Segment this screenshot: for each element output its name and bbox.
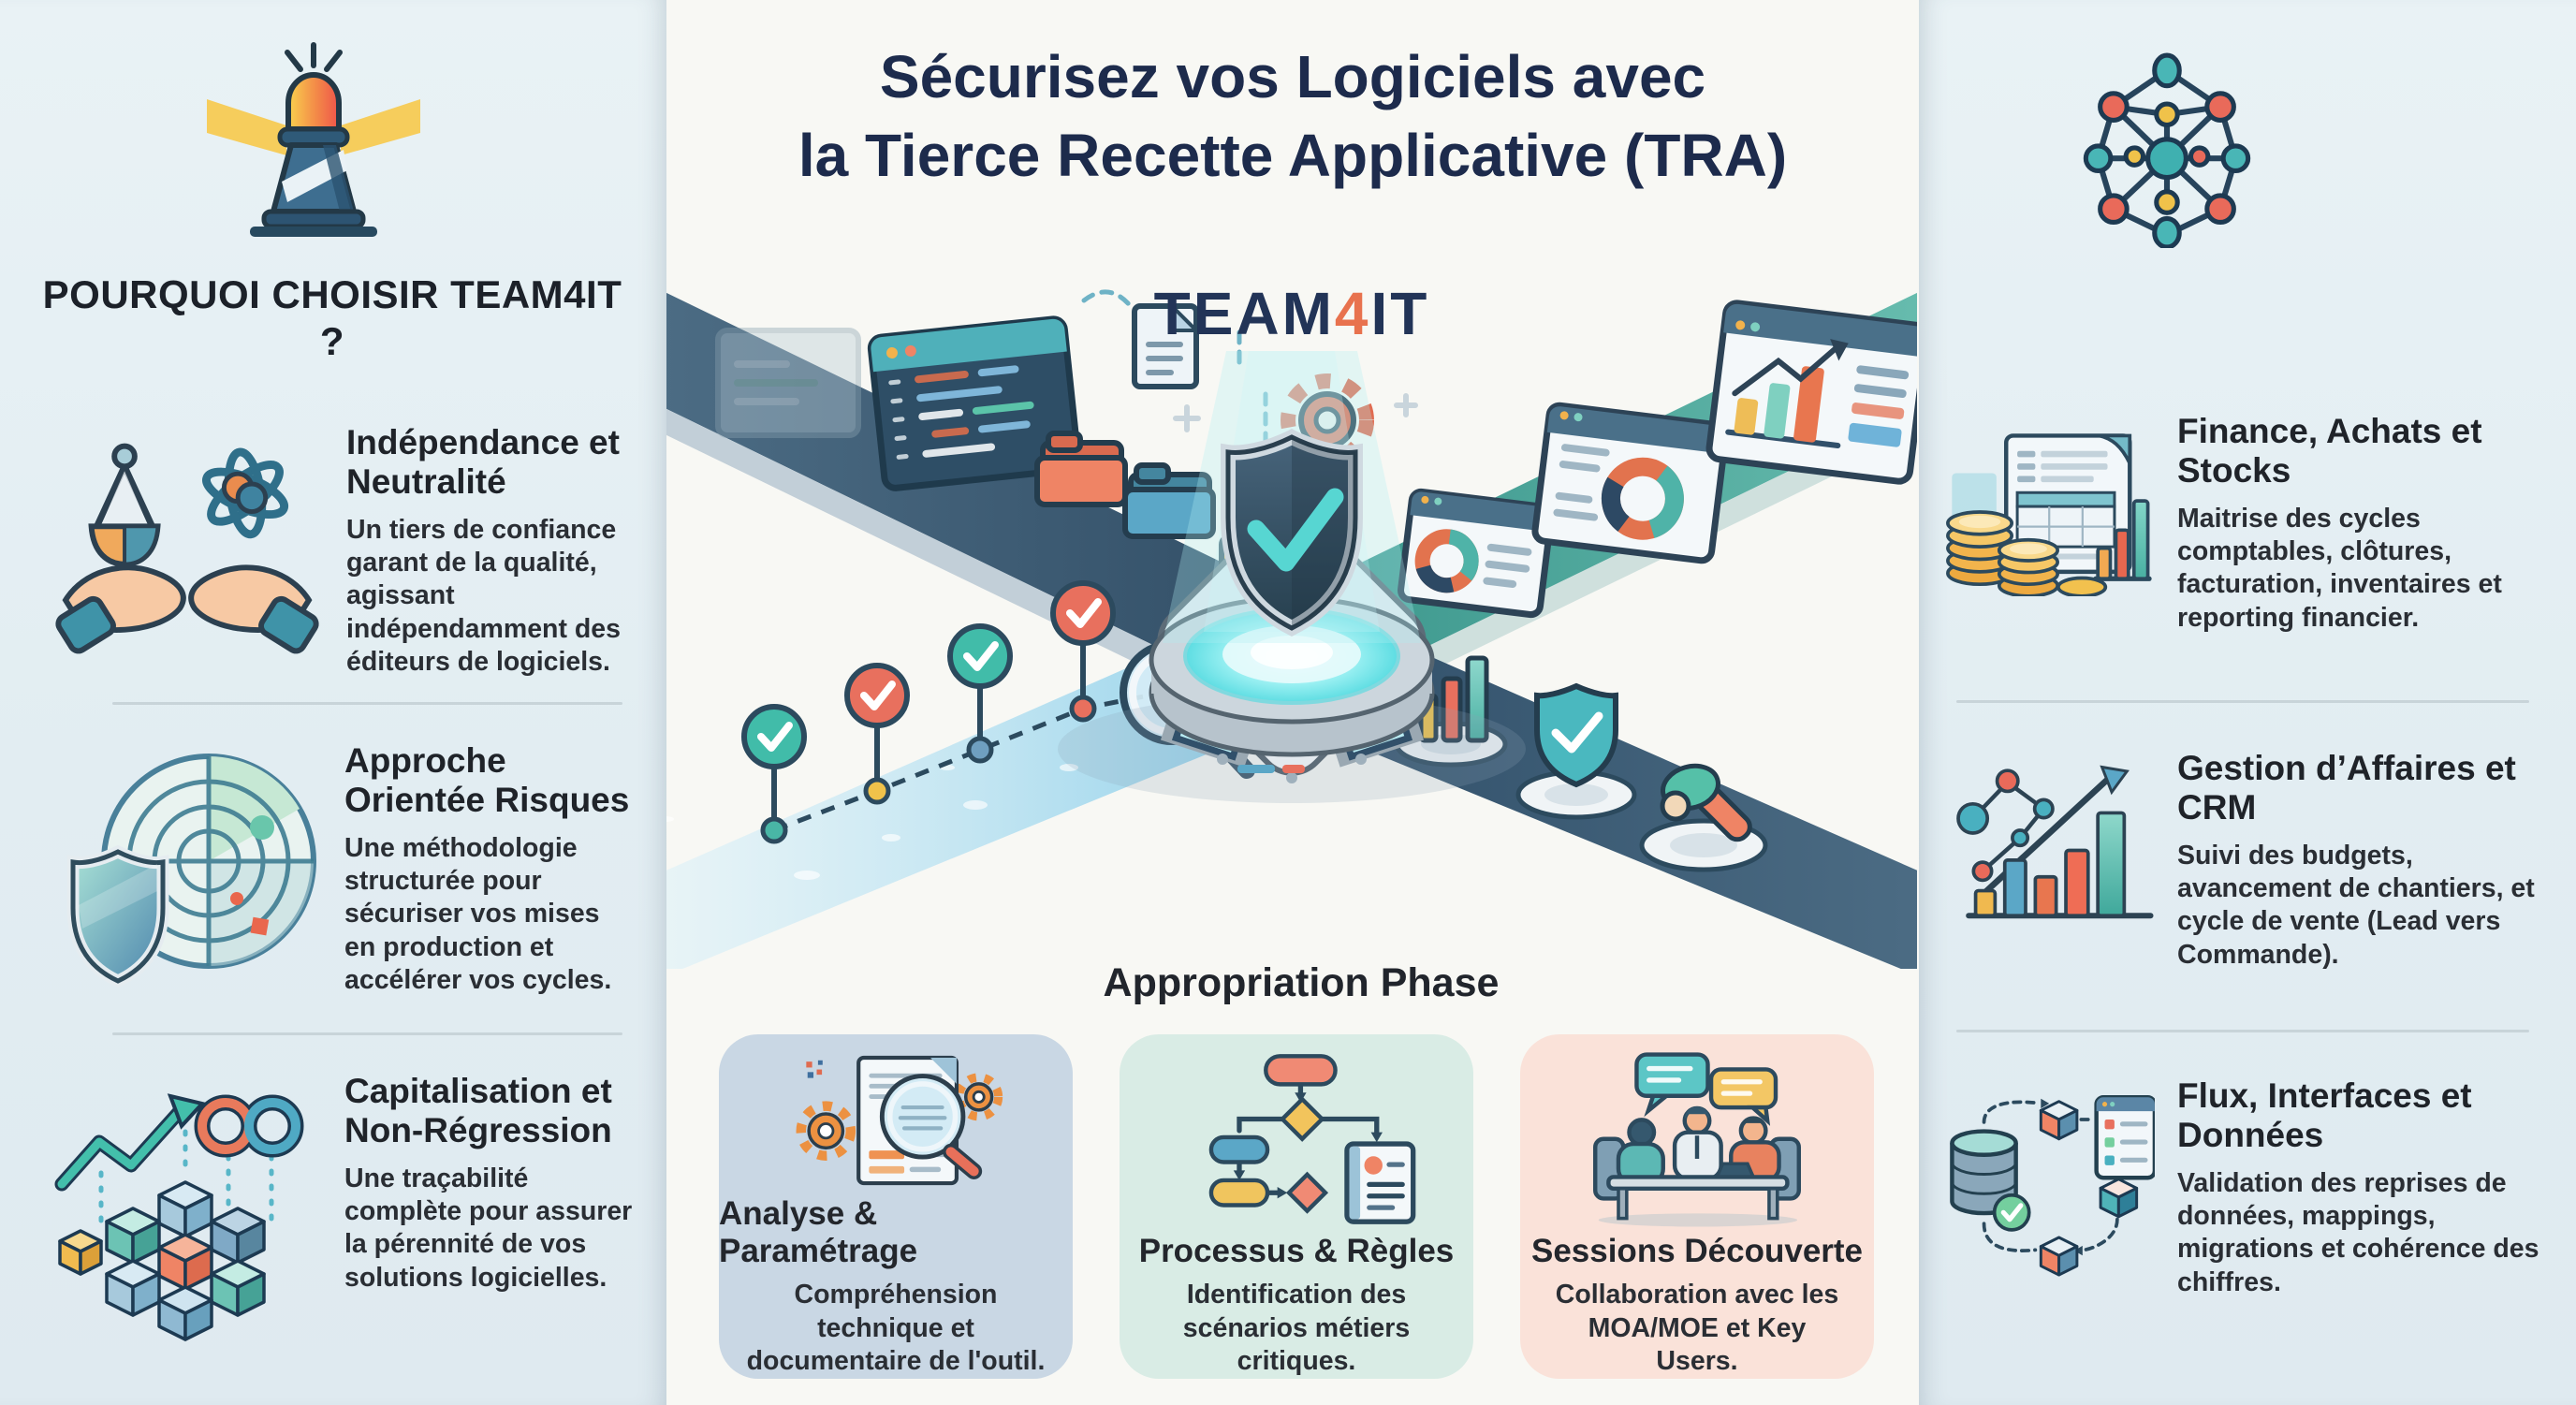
coins-invoice-chart-icon [1946, 433, 2152, 596]
lighthouse-beacon-icon [207, 42, 420, 237]
left-section-risques: Approche Orientée Risques Une méthodolog… [45, 741, 635, 997]
team4it-logo: TEAM4IT [1154, 280, 1430, 347]
shield-radar-icon [66, 754, 316, 988]
left-panel-header: POURQUOI CHOISIR TEAM4IT ? [42, 272, 622, 364]
page-title-line1: Sécurisez vos Logiciels avec [879, 43, 1706, 110]
database-flow-cubes-icon [1950, 1095, 2155, 1277]
flowchart-document-icon [1208, 1054, 1416, 1224]
left-divider-1 [112, 702, 622, 705]
section-body: Un tiers de confiance garant de la quali… [346, 514, 621, 677]
section-title: Capitalisation et Non-Régression [344, 1072, 612, 1149]
card-processus-regles: Processus & Règles Identification des sc… [1120, 1034, 1473, 1379]
section-body: Suivi des budgets, avancement de chantie… [2177, 840, 2535, 970]
left-section-capitalisation: Capitalisation et Non-Régression Une tra… [45, 1072, 635, 1343]
card-title: Sessions Découverte [1530, 1233, 1864, 1270]
section-body: Une méthodologie structurée pour sécuris… [344, 832, 612, 995]
network-graph-icon [2083, 52, 2251, 248]
right-divider-1 [1956, 700, 2529, 703]
approval-figure-icon [1660, 763, 1752, 842]
tra-hub-illustration: TEAM4IT [666, 280, 1917, 969]
right-divider-2 [1956, 1030, 2529, 1032]
cubes-growth-infinity-icon [54, 1093, 304, 1341]
section-title: Flux, Interfaces et Données [2177, 1076, 2472, 1154]
card-sessions-decouverte: Sessions Découverte Collaboration avec l… [1520, 1034, 1874, 1379]
card-body: Compréhension technique et documentaire … [746, 1280, 1046, 1377]
card-title: Analyse & Paramétrage [719, 1195, 918, 1270]
section-body: Validation des reprises de données, mapp… [2177, 1167, 2539, 1297]
section-body: Une traçabilité complète pour assurer la… [344, 1163, 633, 1293]
phase-heading: Appropriation Phase [1103, 960, 1500, 1005]
right-section-finance: Finance, Achats et Stocks Maitrise des c… [1939, 412, 2557, 635]
speech-bubbles [1634, 1052, 1778, 1126]
right-section-flux: Flux, Interfaces et Données Validation d… [1939, 1076, 2557, 1299]
card-body: Identification des scénarios métiers cri… [1182, 1280, 1411, 1377]
sparkle-icons [1173, 393, 1418, 432]
browser-chart-windows [1398, 300, 1917, 619]
document-icon [1132, 301, 1201, 389]
mini-bar-chart-icon [1418, 655, 1489, 743]
page-title-line2: la Tierce Recette Applicative (TRA) [798, 122, 1788, 190]
document-magnifier-gears-icon [796, 1055, 1003, 1186]
section-title: Indépendance et Neutralité [346, 423, 620, 501]
left-panel: POURQUOI CHOISIR TEAM4IT ? [0, 0, 666, 1405]
shield-check-small-icon [1534, 682, 1618, 788]
section-title: Gestion d’Affaires et CRM [2177, 749, 2516, 827]
page-title: Sécurisez vos Logiciels avec la Tierce R… [666, 37, 1919, 196]
code-window-icon [715, 315, 1082, 491]
right-section-crm: Gestion d’Affaires et CRM Suivi des budg… [1939, 749, 2557, 972]
shield-check-icon [1221, 429, 1363, 637]
section-body: Maitrise des cycles comptables, clôtures… [2177, 503, 2502, 633]
hands-balance-atom-icon [55, 443, 319, 654]
left-divider-2 [112, 1032, 622, 1035]
checkpoint-markers [741, 580, 1178, 844]
growth-chart-nodes-icon [1956, 765, 2154, 919]
right-panel: DOMAINES D'INTERVENTION (Quel que soit l… [1919, 0, 2576, 1405]
left-section-independance: Indépendance et Neutralité Un tiers de c… [49, 423, 634, 679]
result-platforms [1394, 655, 1768, 872]
central-hub [1058, 506, 1526, 803]
section-title: Finance, Achats et Stocks [2177, 412, 2482, 490]
meeting-discussion-icon [1593, 1052, 1801, 1227]
section-title: Approche Orientée Risques [344, 741, 630, 819]
card-title: Processus & Règles [1138, 1233, 1455, 1270]
card-analyse-parametrage: Analyse & Paramétrage Compréhension tech… [719, 1034, 1073, 1379]
card-body: Collaboration avec les MOA/MOE et Key Us… [1555, 1280, 1839, 1377]
